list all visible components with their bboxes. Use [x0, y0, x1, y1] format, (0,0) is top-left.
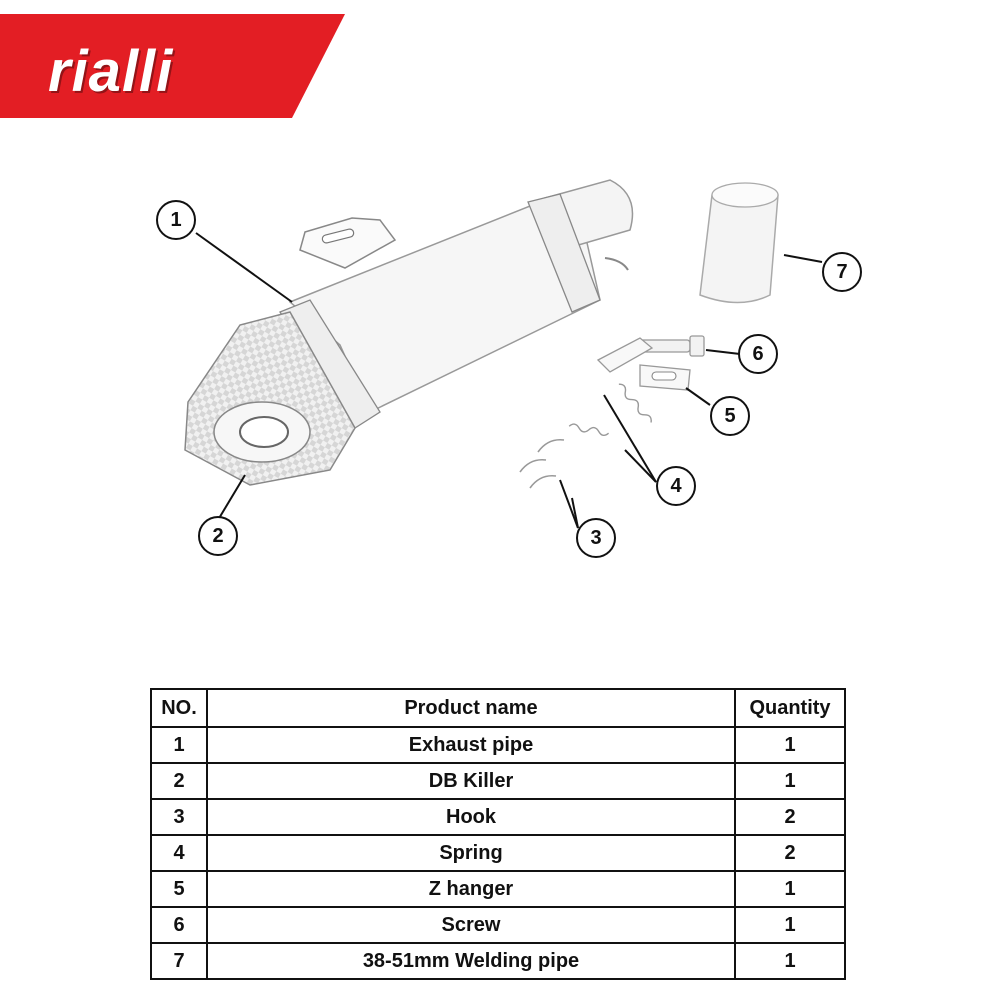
- callout-1: 1: [156, 200, 196, 240]
- table-row: 5 Z hanger 1: [150, 870, 846, 908]
- row-quantity: 1: [734, 870, 846, 908]
- callout-2: 2: [198, 516, 238, 556]
- row-no: 5: [150, 870, 208, 908]
- z-hanger-drawing: [639, 364, 691, 391]
- callout-6: 6: [738, 334, 778, 374]
- row-product-name: Exhaust pipe: [206, 726, 736, 764]
- table-row: 7 38-51mm Welding pipe 1: [150, 942, 846, 980]
- row-product-name: Spring: [206, 834, 736, 872]
- callout-7: 7: [822, 252, 862, 292]
- spring-drawing: [568, 383, 652, 437]
- row-product-name: Screw: [206, 906, 736, 944]
- row-product-name: Hook: [206, 798, 736, 836]
- row-quantity: 1: [734, 942, 846, 980]
- callout-4: 4: [656, 466, 696, 506]
- table-row: 1 Exhaust pipe 1: [150, 726, 846, 764]
- table-row: 6 Screw 1: [150, 906, 846, 944]
- brand-logo: rialli: [0, 0, 360, 132]
- table-row: 4 Spring 2: [150, 834, 846, 872]
- header-no: NO.: [150, 688, 208, 728]
- brand-banner-shape: [0, 14, 345, 118]
- parts-table: NO. Product name Quantity 1 Exhaust pipe…: [150, 688, 846, 980]
- row-quantity: 1: [734, 762, 846, 800]
- exhaust-illustration: [184, 179, 823, 529]
- hook-drawing: [519, 438, 565, 489]
- row-no: 3: [150, 798, 208, 836]
- header-product-name: Product name: [206, 688, 736, 728]
- leader-lines: [195, 232, 823, 529]
- exhaust-pipe-drawing: [184, 179, 634, 486]
- screw-drawing: [596, 335, 705, 373]
- row-no: 2: [150, 762, 208, 800]
- header-quantity: Quantity: [734, 688, 846, 728]
- brand-name: rialli: [48, 39, 174, 104]
- row-no: 4: [150, 834, 208, 872]
- row-no: 1: [150, 726, 208, 764]
- row-no: 7: [150, 942, 208, 980]
- table-row: 3 Hook 2: [150, 798, 846, 836]
- table-header-row: NO. Product name Quantity: [150, 688, 846, 728]
- row-quantity: 1: [734, 726, 846, 764]
- parts-diagram: 1 2 3 4 5 6 7: [0, 150, 1000, 620]
- welding-pipe-drawing: [699, 182, 779, 304]
- row-no: 6: [150, 906, 208, 944]
- callout-3: 3: [576, 518, 616, 558]
- row-product-name: Z hanger: [206, 870, 736, 908]
- row-quantity: 2: [734, 834, 846, 872]
- callout-5: 5: [710, 396, 750, 436]
- row-product-name: DB Killer: [206, 762, 736, 800]
- table-row: 2 DB Killer 1: [150, 762, 846, 800]
- row-quantity: 1: [734, 906, 846, 944]
- row-quantity: 2: [734, 798, 846, 836]
- row-product-name: 38-51mm Welding pipe: [206, 942, 736, 980]
